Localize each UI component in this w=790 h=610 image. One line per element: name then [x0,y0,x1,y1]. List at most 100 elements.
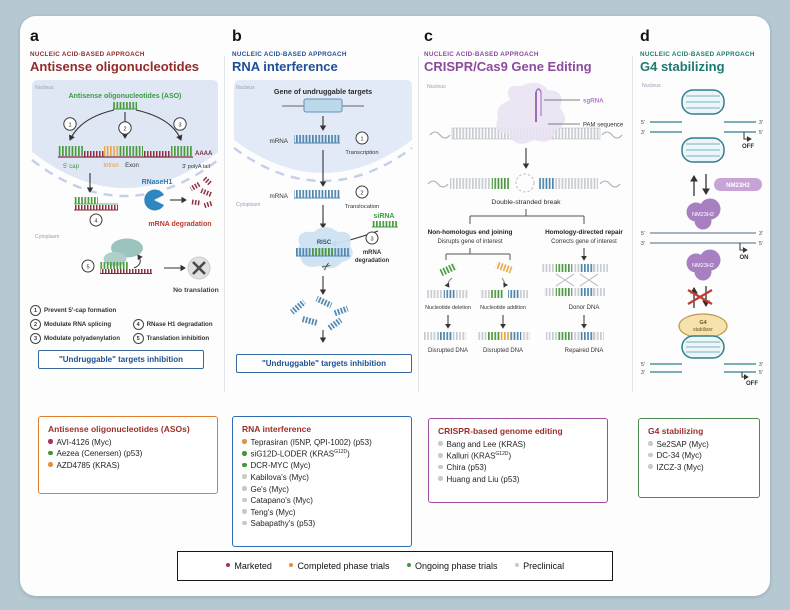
drug-item-label: Bang and Lee (KRAS) [446,439,526,449]
drug-box-title: Antisense oligonucleotides (ASOs) [48,424,190,434]
status-bullet [48,450,53,456]
disrupted-label-2: Disrupted DNA [483,348,523,354]
step-circle-4: 4 [89,213,103,227]
prime-label: 3' [641,370,645,376]
drug-box-list: AVI-4126 (Myc) Aezea (Cenersen) (p53)AZD4… [48,438,208,470]
legend-item: Preclinical [514,561,565,571]
branch-connector [469,209,585,224]
drug-item: Catapano's (Myc) [242,496,402,505]
off-arrow-2 [741,372,749,380]
drug-item: AZD4785 (KRAS) [48,461,208,470]
panel-kicker: NUCLEIC ACID-BASED APPROACH [424,51,539,58]
prime-label: 3' [759,231,763,237]
drug-item: Bang and Lee (KRAS) [438,440,598,449]
step-number: 1 [30,305,41,316]
rnai-diagram: Nucleus Gene of undruggable targets 1 Tr… [233,80,413,343]
prime-label: 5' [759,241,763,247]
status-bullet [242,520,247,526]
panel-title: CRISPR/Cas9 Gene Editing [424,59,592,74]
drug-item: Kabilova's (Myc) [242,473,402,482]
drug-box-list: Teprasiran (I5NP, QPI-1002) (p53)siG12D-… [242,438,402,528]
status-bullet [242,509,247,514]
degradation-label: mRNA degradation [148,221,211,228]
drug-box-list: Se2SAP (Myc)DC-34 (Myc)IZCZ-3 (Myc) [648,440,750,472]
svg-text:5: 5 [86,264,89,270]
prime-label: 5' [641,120,645,126]
drug-item-label: Aezea (Cenersen) (p53) [56,449,143,459]
status-bullet [438,476,443,481]
g4-stabilizer-icon: G4 stabilizer [678,313,728,339]
deletion-label: Nucleotide deletion [425,305,471,311]
legend-item-label: Completed phase trials [297,561,390,571]
prime-label: 5' [759,370,763,376]
no-translation-icon [187,256,211,280]
drug-item: Teprasiran (I5NP, QPI-1002) (p53) [242,438,402,447]
drug-item: Teng's (Myc) [242,508,402,517]
drug-item: Se2SAP (Myc) [648,440,750,449]
svg-text:NM23H2: NM23H2 [692,263,714,269]
mrna-strand-2 [294,190,340,199]
step-text: Modulate polyadenylation [44,335,120,342]
off-label-2: OFF [746,381,758,387]
mrna-strand-1 [294,135,340,144]
drug-box-title: G4 stabilizing [648,426,704,436]
status-bullet [648,452,653,458]
svg-text:2: 2 [360,190,363,196]
prime-label: 3' [641,130,645,136]
svg-text:3: 3 [370,236,373,242]
legend-item-label: Preclinical [523,561,565,571]
panel-letter: c [424,28,433,45]
nhej-connector [445,248,511,260]
cap-label: 5' cap [63,164,79,170]
drug-item-label: Chira (p53) [446,463,487,473]
risc-target-strand [296,248,350,257]
drug-item-label: Kabilova's (Myc) [250,472,309,482]
blocked-duplex [100,262,152,274]
status-bullet [242,474,247,479]
legend-item: Completed phase trials [288,561,390,571]
nm23h2-badge [714,178,762,191]
svg-text:3: 3 [178,122,181,128]
mrna-label-2: mRNA [269,193,288,200]
blocked-equilibrium [687,286,713,308]
status-bullet [242,486,247,491]
panel-letter: b [232,28,242,45]
drug-item: DC-34 (Myc) [648,451,750,460]
step-text: Prevent 5'-cap formation [44,307,117,314]
undruggable-box-b: "Undruggable" targets inhibition [236,354,412,373]
mrna-fragments [189,175,214,209]
dsb-strand [427,173,621,193]
repaired-dna [546,332,604,340]
sirna-label: siRNA [373,213,394,220]
panel-kicker: NUCLEIC ACID-BASED APPROACH [232,51,347,58]
status-bullet [225,562,231,568]
hdr-title: Homology-directed repair [545,229,623,236]
drug-box-g4: G4 stabilizing Se2SAP (Myc)DC-34 (Myc)IZ… [638,418,760,498]
exon-label: Exon [125,163,139,169]
drug-item-label: AVI-4126 (Myc) [56,437,112,447]
addition-label: Nucleotide addition [480,305,526,311]
addition-branch [480,261,528,298]
nm23h2-badge-label: NM23H2 [726,183,750,189]
drug-item-label: AZD4785 (KRAS) [56,460,120,470]
cas9-protein [496,82,566,144]
step-number: 2 [30,319,41,330]
panel-title: RNA interference [232,59,338,74]
drug-item: Aezea (Cenersen) (p53) [48,449,208,458]
prime-label: 5' [759,130,763,136]
on-arrow [739,243,748,253]
step-number: 3 [30,333,41,344]
drug-box-aso: Antisense oligonucleotides (ASOs) AVI-41… [38,416,218,494]
drug-item-label: Se2SAP (Myc) [656,439,709,449]
nuclear-envelope [31,159,219,198]
svg-text:stabilizer: stabilizer [693,327,713,333]
risc-label: RISC [317,240,332,246]
drug-item-label: Huang and Liu (p53) [446,474,520,484]
rnaseh1-label: RNaseH1 [142,179,173,186]
polya-label: 3' polyA tail [182,164,210,170]
status-bullet [242,462,247,468]
panel-kicker: NUCLEIC ACID-BASED APPROACH [640,51,755,58]
